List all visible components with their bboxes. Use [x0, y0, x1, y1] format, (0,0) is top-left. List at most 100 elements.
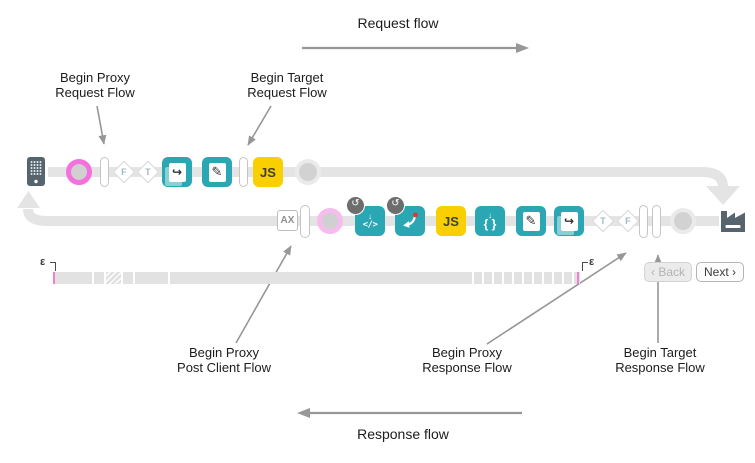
callout-icon: ↪	[560, 211, 578, 231]
timeline-start-bracket	[50, 262, 56, 271]
assign-message-policy-step[interactable]: ✎	[202, 157, 232, 187]
code-extract-icon: ↓ </>	[362, 211, 378, 230]
epsilon-end-label: ε	[589, 256, 595, 268]
javascript-policy-step[interactable]: JS	[253, 157, 283, 187]
annotation-line: Begin Target	[250, 70, 324, 85]
epsilon-start-label: ε	[40, 256, 46, 268]
timeline-segment	[564, 272, 572, 284]
diamond-label: T	[600, 216, 606, 226]
callout-icon: ↪	[168, 162, 186, 182]
response-track-arrowhead	[17, 191, 40, 208]
timeline-segment	[514, 272, 522, 284]
timeline-end-tick	[577, 272, 579, 284]
javascript-policy-step[interactable]: JS	[436, 206, 466, 236]
response-endpoint-circle[interactable]	[317, 208, 343, 234]
timeline-segment	[554, 272, 562, 284]
pencil-glyph: ✎	[525, 213, 537, 228]
extract-variables-policy-step[interactable]: ↓ { }	[475, 206, 505, 236]
target-request-flow-marker[interactable]	[239, 157, 248, 187]
target-response-flow-marker[interactable]	[652, 205, 661, 238]
annotation-line: Request Flow	[55, 84, 135, 100]
timeline-segment	[524, 272, 532, 284]
post-client-flow-marker[interactable]	[300, 205, 310, 238]
arrow-proxy-request	[96, 105, 107, 145]
timeline-start-tick	[53, 272, 55, 284]
js-label: JS	[260, 164, 276, 180]
annotation-line: Begin Proxy	[59, 70, 131, 85]
annotation-line: Request Flow	[247, 84, 327, 100]
proxy-response-flow-marker[interactable]	[639, 205, 648, 238]
proxy-request-flow-marker[interactable]	[100, 157, 109, 187]
timeline-segment	[94, 272, 104, 284]
timeline-segment	[53, 272, 92, 284]
next-button[interactable]: Next ›	[696, 262, 744, 282]
client-device-icon[interactable]	[27, 157, 45, 191]
annotation-target-response-flow: Begin Target Response Flow	[600, 345, 720, 375]
braces-extract-icon: ↓ { }	[483, 211, 497, 231]
annotation-line: Response Flow	[615, 359, 705, 375]
annotation-line: Begin Proxy	[431, 345, 503, 360]
timeline-segment	[504, 272, 512, 284]
request-flow-arrowhead	[516, 43, 529, 53]
braces-glyph: { }	[483, 217, 497, 231]
route-policy-step[interactable]	[395, 206, 425, 236]
timeline-segment	[123, 272, 133, 284]
response-flow-label: Response flow	[357, 426, 449, 442]
callout-policy-step[interactable]: ↪	[162, 157, 192, 187]
assign-message-policy-step[interactable]: ✎	[516, 206, 546, 236]
back-button[interactable]: ‹ Back	[644, 262, 692, 282]
annotation-line: Post Client Flow	[177, 359, 271, 375]
timeline-segment	[474, 272, 482, 284]
timeline-segment	[534, 272, 542, 284]
ax-label: AX	[280, 215, 295, 226]
callout-policy-step[interactable]: ↪	[554, 206, 584, 236]
callout-arrow-glyph: ↪	[171, 165, 183, 179]
proxy-endpoint-circle[interactable]	[66, 159, 92, 185]
annotation-proxy-request-flow: Begin Proxy Request Flow	[35, 70, 155, 100]
timeline-end-bracket	[582, 262, 588, 271]
target-server-icon[interactable]	[719, 206, 747, 238]
annotation-proxy-response-flow: Begin Proxy Response Flow	[407, 345, 527, 375]
rotate-glyph: ↺	[351, 198, 360, 209]
down-arrow-glyph: ↓	[367, 211, 372, 221]
annotation-line: Begin Target	[623, 345, 697, 360]
diamond-label: T	[145, 167, 151, 177]
request-flow-label: Request flow	[357, 15, 439, 31]
request-sent-circle[interactable]	[295, 159, 321, 185]
pencil-icon: ✎	[208, 162, 226, 182]
request-track-arrowhead	[706, 186, 740, 205]
code-glyph: </>	[362, 219, 378, 230]
timeline-segment	[106, 272, 121, 284]
annotation-line: Begin Proxy	[188, 345, 260, 360]
condition-false-diamond[interactable]: F	[112, 160, 136, 184]
loop-badge-icon: ↺	[386, 196, 405, 215]
timeline-track[interactable]	[53, 272, 580, 284]
annotation-target-request-flow: Begin Target Request Flow	[227, 70, 347, 100]
annotation-line: Response Flow	[422, 359, 512, 375]
js-label: JS	[443, 213, 459, 229]
condition-true-diamond[interactable]: T	[136, 160, 160, 184]
diamond-label: F	[121, 167, 127, 177]
down-arrow-glyph: ↓	[488, 211, 492, 220]
timeline-segment	[544, 272, 552, 284]
arrow-target-request	[247, 105, 272, 146]
curved-route-icon	[403, 212, 418, 228]
condition-false-diamond[interactable]: F	[616, 209, 640, 233]
analytics-step[interactable]: AX	[277, 210, 298, 231]
loop-badge-icon: ↺	[346, 196, 365, 215]
arrow-proxy-response	[486, 252, 627, 345]
rotate-glyph: ↺	[391, 198, 400, 209]
timeline-segment	[135, 272, 168, 284]
response-received-circle[interactable]	[670, 208, 696, 234]
callout-arrow-glyph: ↪	[563, 214, 575, 228]
diamond-label: F	[625, 216, 631, 226]
arrow-post-client	[235, 245, 292, 344]
pencil-icon: ✎	[522, 211, 540, 231]
pencil-glyph: ✎	[211, 164, 223, 179]
timeline-segment	[494, 272, 502, 284]
response-flow-arrowhead	[297, 408, 310, 418]
timeline-segment	[170, 272, 472, 284]
condition-true-diamond[interactable]: T	[591, 209, 615, 233]
timeline-segment	[484, 272, 492, 284]
